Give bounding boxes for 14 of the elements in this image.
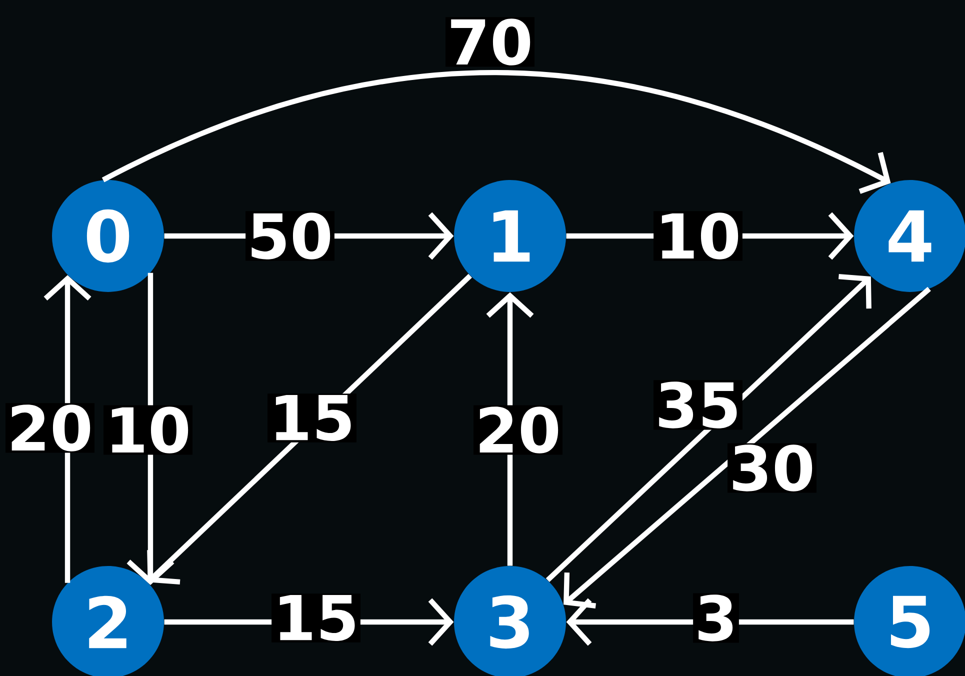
edge-label: 15 bbox=[272, 594, 360, 642]
arrow bbox=[546, 274, 872, 582]
edge-label: 3 bbox=[693, 593, 739, 643]
edge-label: 10 bbox=[104, 405, 192, 455]
edge-label: 20 bbox=[6, 403, 94, 453]
edge-label: 30 bbox=[728, 443, 816, 493]
edge-label: 15 bbox=[268, 394, 356, 442]
edge-label: 35 bbox=[654, 380, 742, 430]
edge-label: 20 bbox=[474, 405, 562, 455]
edge-label: 50 bbox=[246, 211, 334, 261]
arrow bbox=[564, 286, 931, 608]
edge-label: 70 bbox=[446, 17, 534, 67]
arrow bbox=[102, 70, 891, 194]
edge-label: 10 bbox=[654, 211, 742, 261]
